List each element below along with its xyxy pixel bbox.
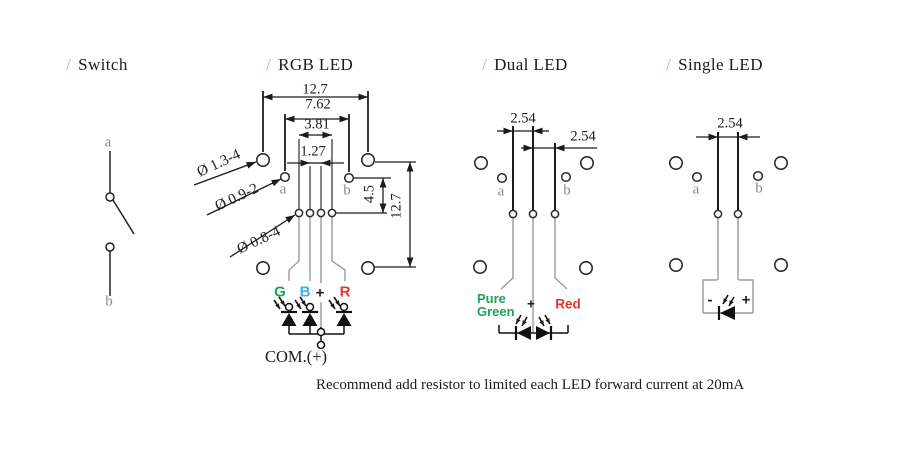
dual-led-holes [472, 156, 594, 275]
section-title-rgb-led: /RGB LED [266, 55, 354, 74]
dim-12-7-width: 12.7 [302, 81, 328, 98]
single-plus-label: + [741, 291, 751, 309]
dim-12-7-height: 12.7 [388, 193, 405, 219]
rgb-channel-blue-label: B [299, 283, 311, 301]
switch-pin-a-label: a [104, 134, 112, 151]
resistor-recommendation-note: Recommend add resistor to limited each L… [316, 377, 745, 393]
title-slash: / [266, 55, 272, 74]
dual-led-diode-icons [498, 314, 569, 340]
rgb-led-holes [255, 153, 375, 275]
rgb-pin-b-label: b [343, 182, 351, 199]
led-diode-icon [294, 296, 318, 326]
dual-pin-b-label: b [563, 182, 571, 199]
dim-7-62: 7.62 [305, 96, 331, 113]
dim-1-27: 1.27 [300, 143, 326, 160]
dual-red-label: Red [555, 296, 581, 312]
rgb-led-dimensions [193, 91, 416, 268]
section-title-single-led: /Single LED [666, 55, 763, 74]
led-diode-icon [328, 296, 352, 326]
led-diode-icon [536, 314, 553, 340]
single-led-diode-icon [717, 294, 735, 320]
rgb-common-anode-label: COM.(+) [264, 347, 328, 366]
led-diode-icon [514, 314, 531, 340]
dual-dim-2-54-right: 2.54 [570, 128, 596, 145]
switch-pin-b-label: b [105, 293, 113, 310]
dual-green-label-line2: Green [477, 304, 515, 319]
rgb-led-leads [288, 217, 346, 328]
rgb-channel-red-label: R [339, 283, 351, 301]
single-dim-2-54: 2.54 [717, 115, 743, 132]
led-diode-icon [273, 296, 297, 326]
single-pin-b-label: b [755, 180, 763, 197]
dual-pin-a-label: a [497, 183, 505, 200]
dim-4-5: 4.5 [361, 184, 378, 204]
single-led-dimensions [696, 132, 760, 210]
section-title-switch: /Switch [66, 55, 128, 74]
rgb-channel-plus-label: + [315, 284, 325, 302]
switch-schematic [105, 151, 135, 296]
rgb-pin-a-label: a [279, 181, 287, 198]
dual-plus-label: + [527, 296, 535, 312]
rgb-channel-green-label: G [274, 283, 286, 301]
section-title-dual-led: /Dual LED [482, 55, 568, 74]
single-minus-label: - [707, 291, 713, 309]
rgb-led-diode-icons [273, 296, 352, 350]
single-pin-a-label: a [692, 181, 700, 198]
dual-green-label-line1: Pure [477, 291, 506, 306]
title-slash: / [66, 55, 72, 74]
dual-led-dimensions [497, 126, 597, 210]
dual-led-leads [500, 218, 568, 332]
single-led-holes [668, 156, 788, 272]
dual-dim-2-54-left: 2.54 [510, 110, 536, 127]
title-slash: / [482, 55, 488, 74]
title-slash: / [666, 55, 672, 74]
single-led-leads [702, 218, 754, 314]
dim-3-81: 3.81 [304, 116, 330, 133]
